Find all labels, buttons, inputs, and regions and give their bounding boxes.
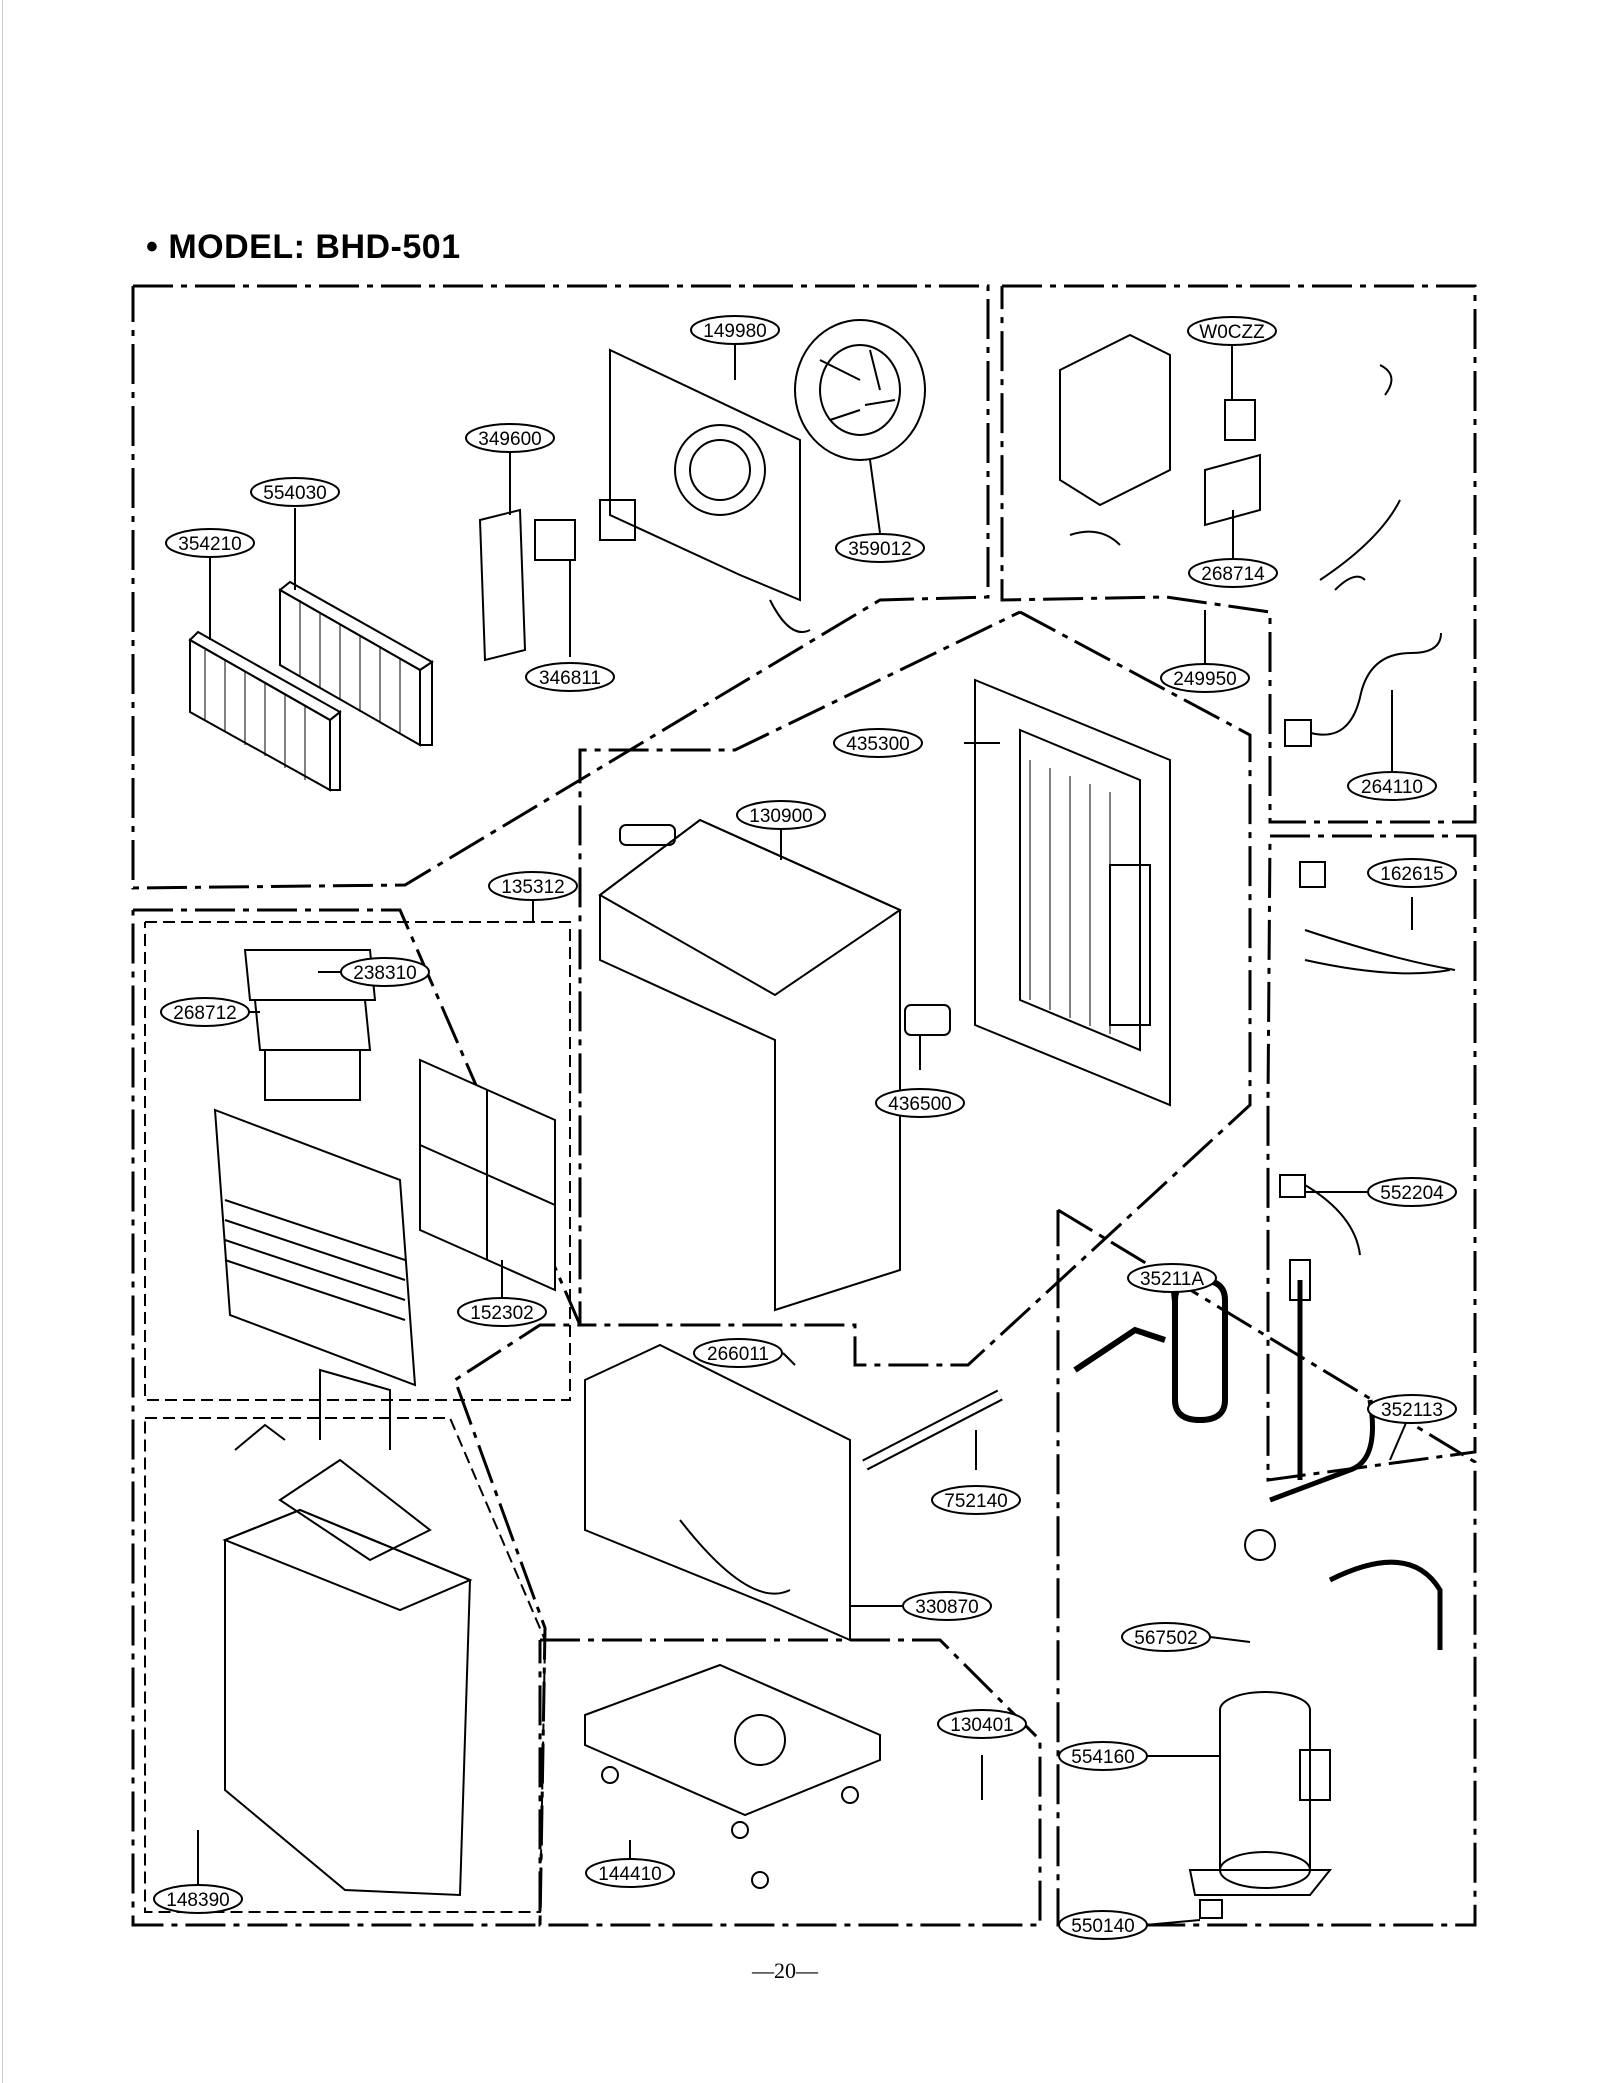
base-frame-drawing xyxy=(584,1343,851,1642)
callout-354210: 354210 xyxy=(165,528,255,558)
float-switch-drawing xyxy=(1299,861,1456,975)
front-panel-drawing xyxy=(213,949,417,1387)
svg-text:135312: 135312 xyxy=(501,877,564,898)
callout-249950: 249950 xyxy=(1160,663,1250,693)
fan-housing-drawing xyxy=(609,348,811,633)
cabinet-drawing xyxy=(598,818,951,1312)
part-drawings xyxy=(188,319,1456,1919)
svg-text:330870: 330870 xyxy=(915,1597,978,1618)
svg-text:354210: 354210 xyxy=(178,534,241,555)
svg-text:552204: 552204 xyxy=(1380,1183,1444,1204)
svg-text:162615: 162615 xyxy=(1380,864,1443,885)
leader-lines xyxy=(197,344,1413,1926)
callout-352113: 352113 xyxy=(1367,1394,1457,1424)
callout-435300: 435300 xyxy=(833,728,923,758)
frame-front-panel-section xyxy=(131,908,583,1927)
svg-text:152302: 152302 xyxy=(470,1303,533,1324)
svg-text:554160: 554160 xyxy=(1071,1747,1134,1768)
svg-text:144410: 144410 xyxy=(598,1864,661,1885)
coil-valve-drawing xyxy=(1279,1174,1361,1256)
svg-text:264110: 264110 xyxy=(1361,777,1423,798)
callout-346811: 346811 xyxy=(525,662,615,692)
callout-330870: 330870 xyxy=(902,1591,992,1621)
fan-blade-drawing xyxy=(794,319,926,461)
svg-text:148390: 148390 xyxy=(166,1890,229,1911)
control-box-drawing xyxy=(1059,333,1401,591)
callout-567502: 567502 xyxy=(1121,1622,1211,1652)
fan-motor-drawing xyxy=(478,499,636,662)
svg-text:567502: 567502 xyxy=(1134,1628,1197,1649)
callout-550140: 550140 xyxy=(1058,1910,1148,1940)
callout-144410: 144410 xyxy=(585,1858,675,1888)
svg-text:346811: 346811 xyxy=(539,668,601,689)
compressor-drawing xyxy=(1188,1529,1333,1919)
frame-fan-section xyxy=(131,284,990,890)
svg-text:35211A: 35211A xyxy=(1140,1269,1204,1290)
page-number: —20— xyxy=(752,1958,818,1983)
rear-grille-drawing xyxy=(974,678,1171,1107)
callout-152302: 152302 xyxy=(457,1297,547,1327)
drain-hose-drawing xyxy=(862,1389,1003,1471)
svg-text:268712: 268712 xyxy=(173,1003,236,1024)
svg-text:752140: 752140 xyxy=(944,1491,1007,1512)
svg-text:359012: 359012 xyxy=(848,539,911,560)
svg-text:W0CZZ: W0CZZ xyxy=(1199,322,1265,343)
svg-text:268714: 268714 xyxy=(1201,564,1265,585)
frame-control-box-section xyxy=(1000,284,1477,824)
svg-text:238310: 238310 xyxy=(353,963,416,984)
base-pan-drawing xyxy=(584,1663,881,1889)
callout-162615: 162615 xyxy=(1367,858,1457,888)
callout-135312: 135312 xyxy=(488,871,578,901)
svg-text:266011: 266011 xyxy=(707,1344,769,1365)
condenser-coil-drawing xyxy=(188,580,434,792)
frame-compressor-section xyxy=(1056,1208,1477,1927)
svg-text:130401: 130401 xyxy=(950,1715,1013,1736)
svg-text:149980: 149980 xyxy=(703,321,766,342)
svg-text:349600: 349600 xyxy=(478,429,541,450)
callout-554030: 554030 xyxy=(250,477,340,507)
svg-text:249950: 249950 xyxy=(1173,669,1236,690)
refrigerant-tubing-drawing xyxy=(1073,1259,1443,1650)
callout-238310: 238310 xyxy=(340,957,430,987)
callout-268712: 268712 xyxy=(160,997,250,1027)
page-title: • MODEL: BHD-501 xyxy=(146,228,461,266)
callout-436500: 436500 xyxy=(875,1088,965,1118)
callout-149980: 149980 xyxy=(690,315,780,345)
svg-text:130900: 130900 xyxy=(749,806,812,827)
callout-130401: 130401 xyxy=(937,1709,1027,1739)
callout-130900: 130900 xyxy=(736,800,826,830)
frame-cabinet-section xyxy=(578,610,1252,1367)
callout-264110: 264110 xyxy=(1347,771,1437,801)
callout-752140: 752140 xyxy=(931,1485,1021,1515)
page-edge-line xyxy=(2,0,3,2083)
callout-35211A: 35211A xyxy=(1127,1263,1217,1293)
callout-359012: 359012 xyxy=(835,533,925,563)
air-filter-drawing xyxy=(419,1058,556,1292)
callout-554160: 554160 xyxy=(1058,1741,1148,1771)
svg-text:435300: 435300 xyxy=(846,734,909,755)
inner-subframes xyxy=(144,921,571,1913)
callout-268714: 268714 xyxy=(1188,558,1278,588)
callout-552204: 552204 xyxy=(1367,1177,1457,1207)
svg-text:352113: 352113 xyxy=(1381,1400,1443,1421)
callout-148390: 148390 xyxy=(153,1884,243,1914)
svg-text:554030: 554030 xyxy=(263,483,326,504)
callout-W0CZZ: W0CZZ xyxy=(1187,316,1277,346)
svg-text:436500: 436500 xyxy=(888,1094,951,1115)
svg-text:550140: 550140 xyxy=(1071,1916,1134,1937)
frame-float-switch-section xyxy=(1266,834,1477,1482)
callout-266011: 266011 xyxy=(693,1338,783,1368)
power-cord-drawing xyxy=(1284,632,1442,747)
callout-349600: 349600 xyxy=(465,423,555,453)
water-bucket-drawing xyxy=(222,1368,473,1897)
